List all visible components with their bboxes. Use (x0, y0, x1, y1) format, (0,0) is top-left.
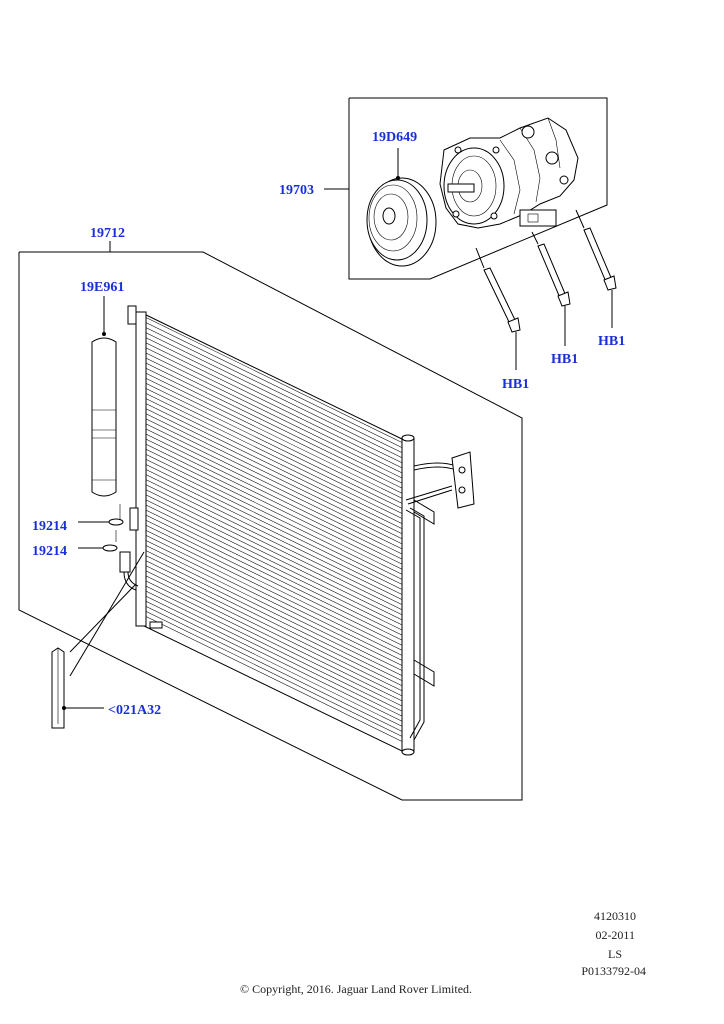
receiver-drier (91, 296, 117, 497)
callout-hb1-right: HB1 (598, 334, 625, 349)
footer-ref: P0133792-04 (581, 964, 646, 978)
o-rings (78, 504, 124, 552)
callout-19214-lower: 19214 (32, 544, 67, 559)
callout-19214-upper: 19214 (32, 519, 67, 534)
compressor-bolts (475, 209, 617, 370)
condenser-core (69, 305, 475, 756)
compressor-pulley (366, 148, 437, 267)
compressor-inset (324, 97, 608, 280)
callout-19d649: 19D649 (372, 130, 417, 145)
callout-19712: 19712 (90, 226, 125, 241)
condenser-outline (18, 241, 523, 801)
callout-hb1-left: HB1 (502, 377, 529, 392)
callout-021a32: <021A32 (108, 703, 161, 718)
footer-code-1: 4120310 (594, 909, 636, 923)
condenser-fins (145, 317, 403, 742)
copyright: © Copyright, 2016. Jaguar Land Rover Lim… (240, 982, 472, 996)
compressor-body (439, 117, 579, 229)
callout-19703: 19703 (279, 183, 314, 198)
seal-strip (51, 647, 104, 729)
footer-code-2: LS (608, 947, 622, 961)
callout-hb1-middle: HB1 (551, 352, 578, 367)
footer-date: 02-2011 (595, 928, 635, 942)
callout-19e961: 19E961 (80, 280, 124, 295)
